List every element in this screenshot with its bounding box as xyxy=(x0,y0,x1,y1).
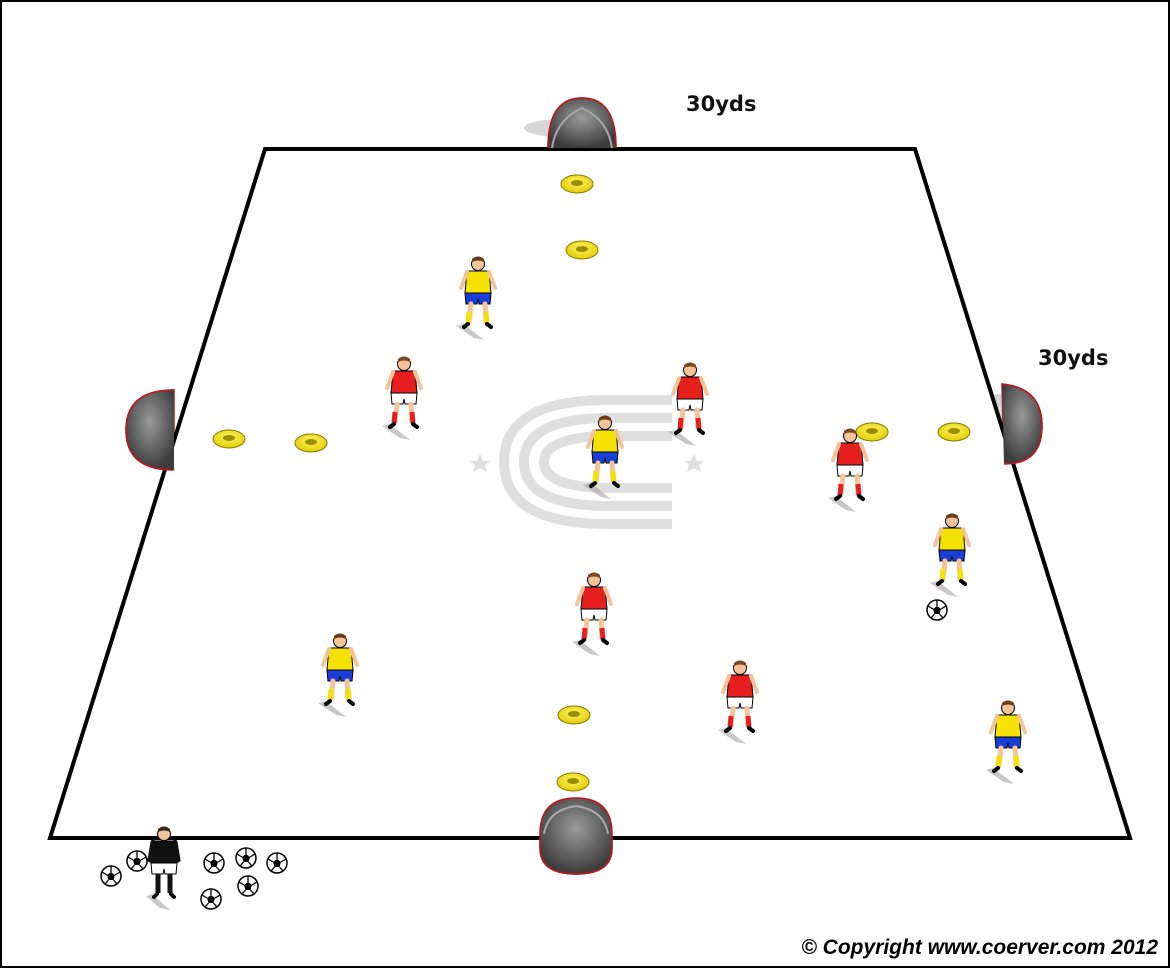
soccer-ball-icon xyxy=(101,866,121,886)
soccer-ball-icon xyxy=(236,848,256,868)
disc-cone-icon xyxy=(938,423,970,441)
pitch-width-label: 30yds xyxy=(1038,346,1108,370)
copyright-text: © Copyright www.coerver.com 2012 xyxy=(801,936,1158,960)
disc-cone-icon xyxy=(213,430,245,448)
soccer-ball-icon xyxy=(267,853,287,873)
disc-cone-icon xyxy=(566,241,598,259)
disc-cone-icon xyxy=(558,706,590,724)
goal-left-front xyxy=(126,390,174,470)
disc-cone-icon xyxy=(557,773,589,791)
soccer-ball-icon xyxy=(238,876,258,896)
pitch-length-label: 30yds xyxy=(686,92,756,116)
goal-bottom-front xyxy=(540,798,612,874)
goal-top-front xyxy=(548,98,616,148)
soccer-ball-icon xyxy=(204,853,224,873)
disc-cone-icon xyxy=(295,434,327,452)
disc-cone-icon xyxy=(561,175,593,193)
soccer-ball-icon xyxy=(127,851,147,871)
disc-cone-icon xyxy=(856,423,888,441)
soccer-ball-icon xyxy=(927,600,947,620)
goal-right-front xyxy=(1002,384,1042,464)
soccer-ball-icon xyxy=(201,889,221,909)
